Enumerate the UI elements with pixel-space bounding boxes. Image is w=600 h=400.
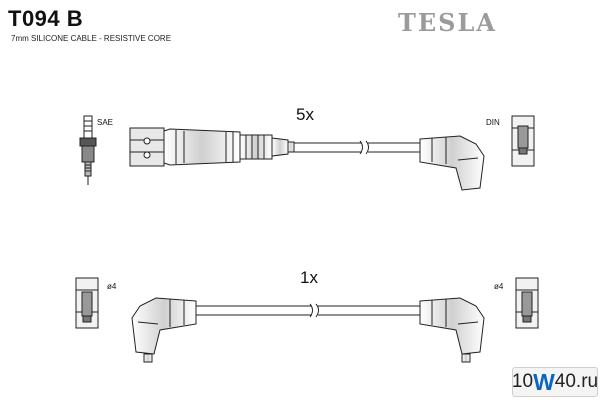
watermark-highlight: W <box>533 368 555 395</box>
straight-boot-connector <box>129 127 295 167</box>
angle-boot-right-lower <box>419 297 485 363</box>
watermark-suffix: 40.ru <box>554 371 599 392</box>
lower-quantity-label: 1x <box>300 268 318 287</box>
right-terminal-icon <box>515 277 539 329</box>
angle-boot-right-upper <box>419 135 485 191</box>
part-number: T094 B <box>8 6 84 31</box>
angle-boot-left-lower <box>131 297 197 363</box>
din-terminal-icon <box>511 115 535 167</box>
brand-logo: TESLA <box>398 8 497 37</box>
spark-plug-sae-icon <box>79 115 97 185</box>
left-terminal-size-label: ø4 <box>107 282 117 291</box>
sae-label: SAE <box>97 118 113 127</box>
din-label: DIN <box>486 118 500 127</box>
watermark-prefix: 10 <box>511 371 534 392</box>
left-terminal-icon <box>75 277 99 329</box>
upper-quantity-label: 5x <box>296 105 314 124</box>
upper-cable <box>294 140 420 155</box>
cable-description: 7mm SILICONE CABLE - RESISTIVE CORE <box>11 34 172 43</box>
right-terminal-size-label: ø4 <box>494 282 504 291</box>
lower-cable <box>196 303 420 318</box>
